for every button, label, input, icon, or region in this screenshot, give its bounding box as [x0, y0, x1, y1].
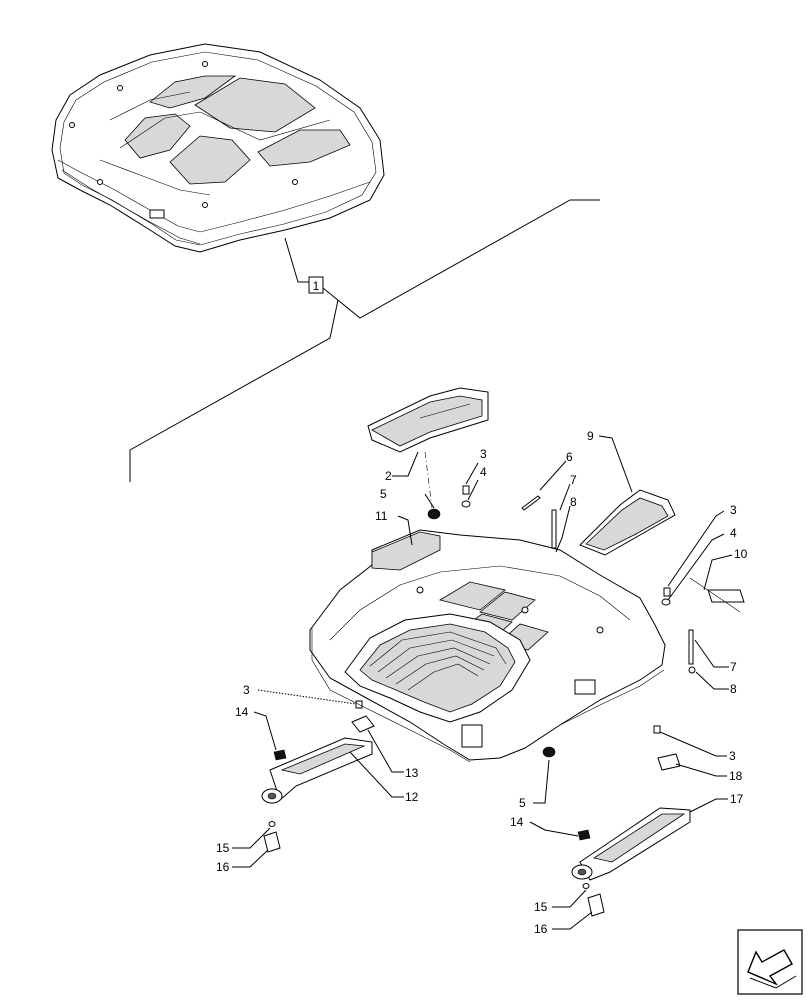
callout-5a: 5 — [380, 487, 387, 501]
callout-3c: 3 — [243, 683, 250, 697]
callout-4b: 4 — [730, 526, 737, 540]
callout-8a: 8 — [570, 495, 577, 509]
callout-8b: 8 — [730, 682, 737, 696]
cover-panel-item-2 — [367, 387, 489, 453]
callout-13: 13 — [405, 766, 419, 780]
callout-6: 6 — [566, 450, 573, 464]
callout-3d: 3 — [729, 749, 736, 763]
callout-11: 11 — [375, 509, 388, 523]
leader-2 — [392, 451, 419, 477]
callout-4a: 4 — [480, 465, 487, 479]
callout-18: 18 — [729, 769, 743, 783]
callout-16b: 16 — [534, 922, 548, 936]
cover-item-9 — [579, 489, 676, 556]
callout-15a: 15 — [216, 841, 230, 855]
callout-7a: 7 — [570, 473, 577, 487]
callout-1-box: 1 — [308, 276, 324, 294]
callout-16a: 16 — [216, 860, 230, 874]
callout-14a: 14 — [235, 705, 249, 719]
leader-lines-item-1 — [129, 199, 600, 482]
centerline-2 — [424, 451, 433, 509]
callout-7b: 7 — [730, 660, 737, 674]
duct-item-12 — [261, 737, 373, 804]
callout-3a: 3 — [480, 447, 487, 461]
cab-floor-frame — [309, 529, 666, 763]
duct-item-17 — [571, 807, 691, 881]
nav-arrow-icon[interactable] — [737, 929, 803, 995]
callout-12: 12 — [405, 790, 419, 804]
callout-labels: 2 3 4 5 11 6 7 8 9 3 4 10 7 8 3 14 13 12… — [216, 429, 748, 936]
callout-14b: 14 — [510, 815, 524, 829]
callout-15b: 15 — [534, 900, 548, 914]
callout-10: 10 — [734, 547, 748, 561]
callout-3b: 3 — [730, 503, 737, 517]
callout-1: 1 — [313, 279, 320, 293]
roof-panel — [51, 43, 385, 253]
callout-2: 2 — [385, 469, 392, 483]
part-item-10 — [689, 577, 745, 613]
callout-9: 9 — [587, 429, 594, 443]
leader-lines — [232, 435, 733, 930]
callout-17: 17 — [730, 792, 744, 806]
callout-5b: 5 — [519, 796, 526, 810]
